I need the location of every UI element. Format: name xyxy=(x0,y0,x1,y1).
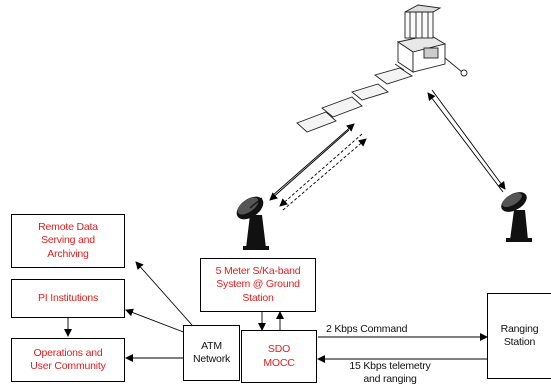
atm-network-label: ATM Network xyxy=(192,339,231,365)
sdo-mocc-box: SDO MOCC xyxy=(241,330,317,383)
antenna-dish-icon xyxy=(501,192,532,242)
telemetry-link-label: 15 Kbps telemetry and ranging xyxy=(349,360,431,385)
command-link-label: 2 Kbps Command xyxy=(326,323,408,335)
pi-institutions-box: PI Institutions xyxy=(11,279,125,318)
atm-network-box: ATM Network xyxy=(183,325,240,381)
sdo-mocc-label: SDO MOCC xyxy=(263,343,295,369)
operations-label: Operations and User Community xyxy=(30,346,106,372)
ground-station-box: 5 Meter S/Ka-band System @ Ground Statio… xyxy=(200,258,316,312)
ranging-station-label: Ranging Station xyxy=(500,322,539,348)
remote-data-box: Remote Data Serving and Archiving xyxy=(11,214,125,268)
satellite-icon xyxy=(296,4,468,133)
ground-station-label: 5 Meter S/Ka-band System @ Ground Statio… xyxy=(215,265,301,304)
remote-data-label: Remote Data Serving and Archiving xyxy=(38,221,98,260)
operations-box: Operations and User Community xyxy=(11,338,125,382)
ranging-station-box: Ranging Station xyxy=(487,293,551,379)
antenna-dish-icon xyxy=(236,196,269,250)
pi-institutions-label: PI Institutions xyxy=(37,291,99,304)
